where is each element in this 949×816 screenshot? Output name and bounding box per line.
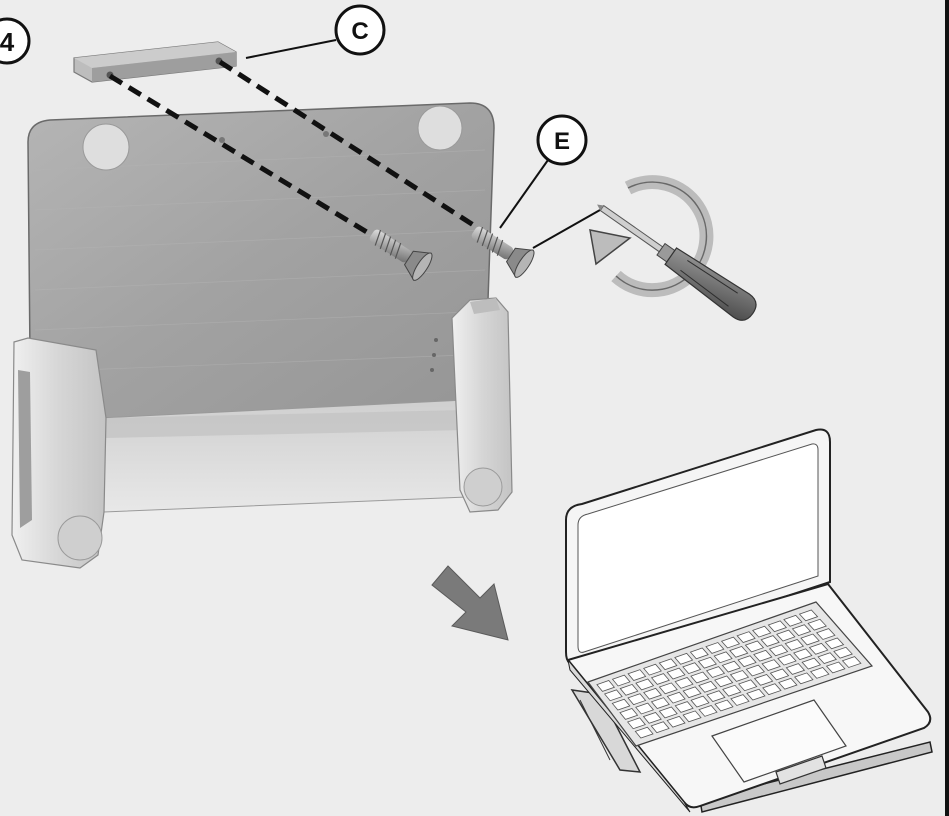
screwdriver-pointer-line (533, 210, 600, 248)
step-number: 4 (0, 27, 15, 57)
bracket-icon (74, 42, 236, 82)
frame-edge (945, 0, 949, 816)
screwdriver-icon (589, 193, 761, 325)
callout-c-label: C (351, 18, 368, 45)
step-number-badge: 4 (0, 19, 29, 63)
diagonal-arrow-icon (432, 566, 508, 640)
callout-c: C (246, 6, 384, 58)
laptop-stand-icon (12, 103, 512, 568)
callout-e: E (500, 116, 586, 228)
callout-e-label: E (554, 128, 570, 155)
laptop-icon (566, 430, 932, 813)
